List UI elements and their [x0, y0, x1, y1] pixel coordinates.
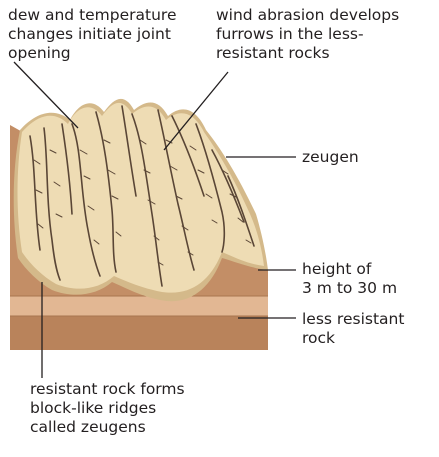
ridge-mass	[17, 102, 264, 293]
height-label: height of 3 m to 30 m	[302, 260, 398, 297]
resistant-rock-label: resistant rock forms block-like ridges c…	[30, 380, 185, 436]
texture-marks	[33, 139, 252, 266]
joint-opening-label: dew and temperature changes initiate joi…	[8, 6, 177, 62]
bottom-resistant-layer	[10, 316, 268, 350]
less-resistant-rock-label: less resistant rock	[302, 310, 405, 347]
less-resistant-band	[10, 296, 268, 316]
leader-wind-abrasion	[163, 71, 229, 151]
wind-abrasion-label: wind abrasion develops furrows in the le…	[216, 6, 400, 62]
leader-joint-opening	[13, 61, 79, 129]
zeugen-label: zeugen	[302, 148, 359, 166]
leader-lines	[13, 61, 296, 378]
ridges	[13, 98, 268, 302]
